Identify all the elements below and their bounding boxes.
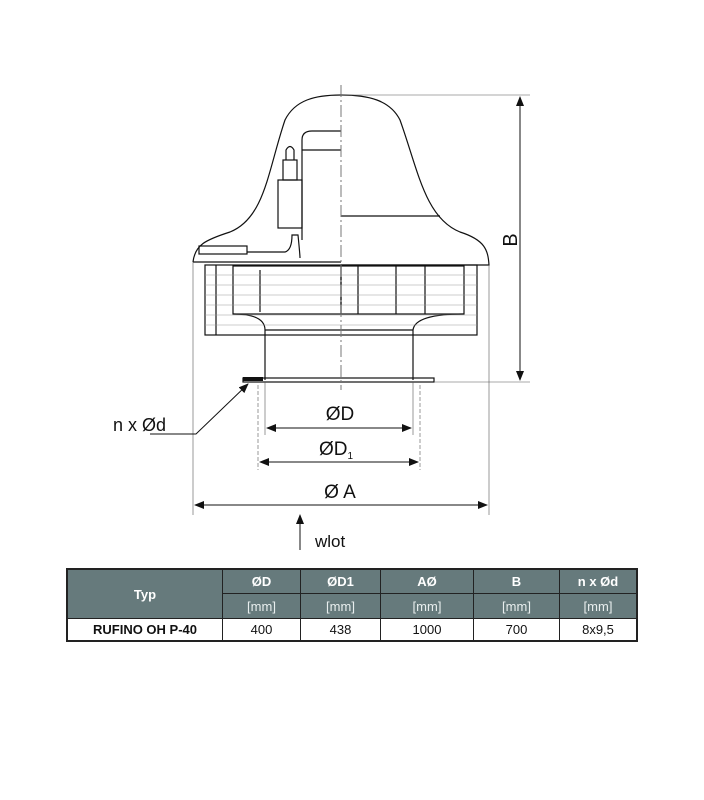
dim-label-d1: ØD1 <box>319 439 354 462</box>
header-b: B <box>473 568 560 594</box>
header-holes: n x Ød <box>559 568 638 594</box>
extension-lines <box>192 94 530 515</box>
inlet-label: wlot <box>314 532 346 551</box>
dimension-lines <box>150 96 524 550</box>
header-d1: ØD1 <box>300 568 381 594</box>
table-row: RUFINO OH P-40 400 438 1000 700 8x9,5 <box>66 618 638 642</box>
fan-outline <box>192 94 490 383</box>
header-a: AØ <box>380 568 474 594</box>
dim-label-a: Ø A <box>324 482 356 503</box>
dim-label-d: ØD <box>326 404 355 425</box>
cell-holes: 8x9,5 <box>559 618 638 642</box>
unit-cell: [mm] <box>380 593 474 619</box>
unit-cell: [mm] <box>473 593 560 619</box>
cell-typ: RUFINO OH P-40 <box>66 618 223 642</box>
unit-cell: [mm] <box>559 593 638 619</box>
header-d: ØD <box>222 568 301 594</box>
fan-technical-drawing: B ØD ØD1 Ø A n x Ød wlot <box>113 85 530 551</box>
cell-d1: 438 <box>300 618 381 642</box>
unit-cell: [mm] <box>300 593 381 619</box>
dim-label-holes: n x Ød <box>113 415 166 435</box>
cell-a: 1000 <box>380 618 474 642</box>
flange-bar <box>243 377 263 381</box>
dimensions-table: Typ ØD ØD1 AØ B n x Ød [mm] [mm] [mm] [m… <box>66 568 638 642</box>
header-typ: Typ <box>66 568 223 619</box>
dim-label-b: B <box>500 233 522 246</box>
cell-d: 400 <box>222 618 301 642</box>
unit-cell: [mm] <box>222 593 301 619</box>
cell-b: 700 <box>473 618 560 642</box>
